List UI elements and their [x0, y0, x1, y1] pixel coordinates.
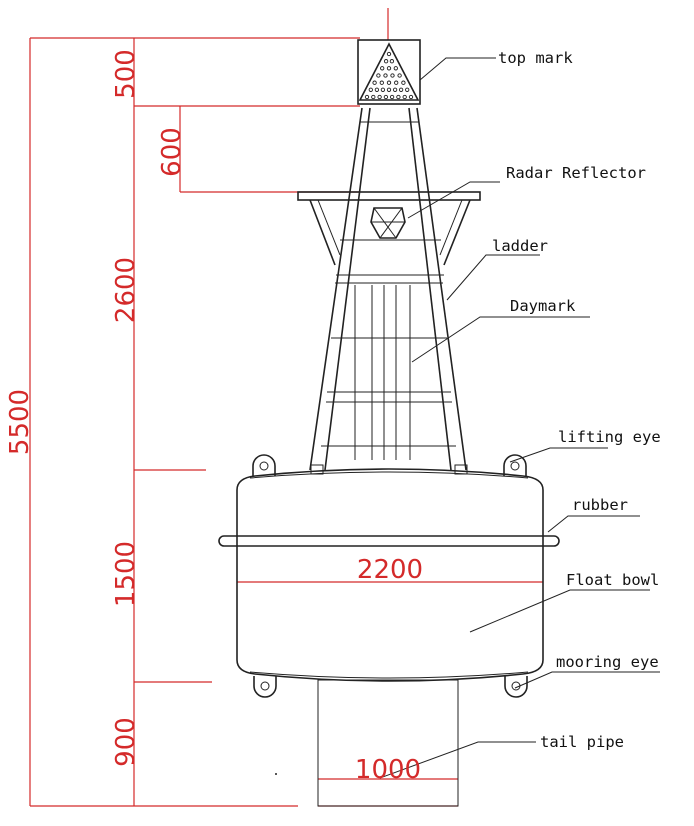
top-mark-dots	[364, 51, 414, 100]
lifting-eye-right	[503, 454, 527, 476]
mooring-eye-left	[253, 676, 277, 698]
top-mark-dot	[386, 80, 392, 85]
lifting-eye-left	[252, 454, 276, 476]
tail-pipe	[317, 679, 459, 807]
platform	[297, 191, 481, 201]
top-mark-dot	[364, 94, 370, 100]
dim-top-mark-height: 500	[111, 49, 141, 99]
top-mark-dot	[390, 73, 395, 78]
top-mark-dot	[374, 87, 380, 92]
top-mark-dot	[392, 87, 398, 92]
top-mark-dot	[383, 59, 389, 64]
top-mark-dot	[394, 80, 399, 85]
top-mark-dot	[383, 73, 388, 78]
dim-overall-height: 5500	[5, 389, 35, 455]
top-mark-dot	[371, 94, 376, 100]
top-mark-dot	[379, 80, 384, 85]
top-mark-dot	[397, 73, 402, 78]
component-labels: top mark Radar Reflector ladder Daymark …	[492, 49, 661, 751]
mooring-eye-right	[504, 676, 528, 698]
top-mark-dot	[389, 94, 395, 100]
label-radar-reflector: Radar Reflector	[506, 164, 646, 182]
dim-tail-diameter: 1000	[355, 755, 421, 785]
top-mark-dot	[386, 66, 392, 71]
top-mark-dot	[401, 80, 406, 85]
dim-tail-height: 900	[111, 717, 141, 767]
label-ladder: ladder	[492, 237, 548, 255]
top-mark-dot	[376, 73, 381, 78]
top-mark-cone	[358, 42, 420, 101]
dimension-lines	[29, 8, 543, 807]
top-mark-dot	[396, 94, 401, 100]
label-daymark: Daymark	[510, 297, 576, 315]
label-top-mark: top mark	[498, 49, 573, 67]
radar-reflector	[370, 207, 406, 239]
top-mark-dot	[386, 87, 392, 92]
top-mark-dot	[383, 94, 389, 100]
dim-reflector-offset: 600	[157, 127, 187, 177]
top-mark-dot	[389, 59, 395, 64]
top-mark-dot	[398, 87, 404, 92]
top-mark-dot	[372, 80, 377, 85]
top-mark-box	[357, 39, 421, 105]
buoy-structure	[218, 39, 560, 807]
label-tail-pipe: tail pipe	[540, 733, 624, 751]
label-lifting-eye: lifting eye	[558, 428, 661, 446]
top-mark-dot	[380, 66, 385, 71]
top-mark-dot	[380, 87, 386, 92]
top-mark-dot	[368, 87, 373, 92]
label-rubber: rubber	[572, 496, 628, 514]
top-mark-dot	[393, 66, 398, 71]
top-mark-dot	[377, 94, 382, 100]
top-mark-dot	[408, 94, 414, 100]
dim-superstructure-height: 2600	[111, 257, 141, 323]
label-float-bowl: Float bowl	[566, 571, 659, 589]
dim-float-diameter: 2200	[357, 555, 423, 585]
dimension-text: 5500 500 600 2600 1500 900 2200 1000	[5, 49, 423, 785]
dim-float-height: 1500	[111, 541, 141, 607]
top-mark-dot	[405, 87, 410, 92]
label-mooring-eye: mooring eye	[556, 653, 659, 671]
rubber-fender	[218, 535, 560, 547]
top-mark-dot	[386, 51, 392, 57]
leader-lines	[379, 57, 660, 779]
top-mark-dot	[402, 94, 407, 100]
